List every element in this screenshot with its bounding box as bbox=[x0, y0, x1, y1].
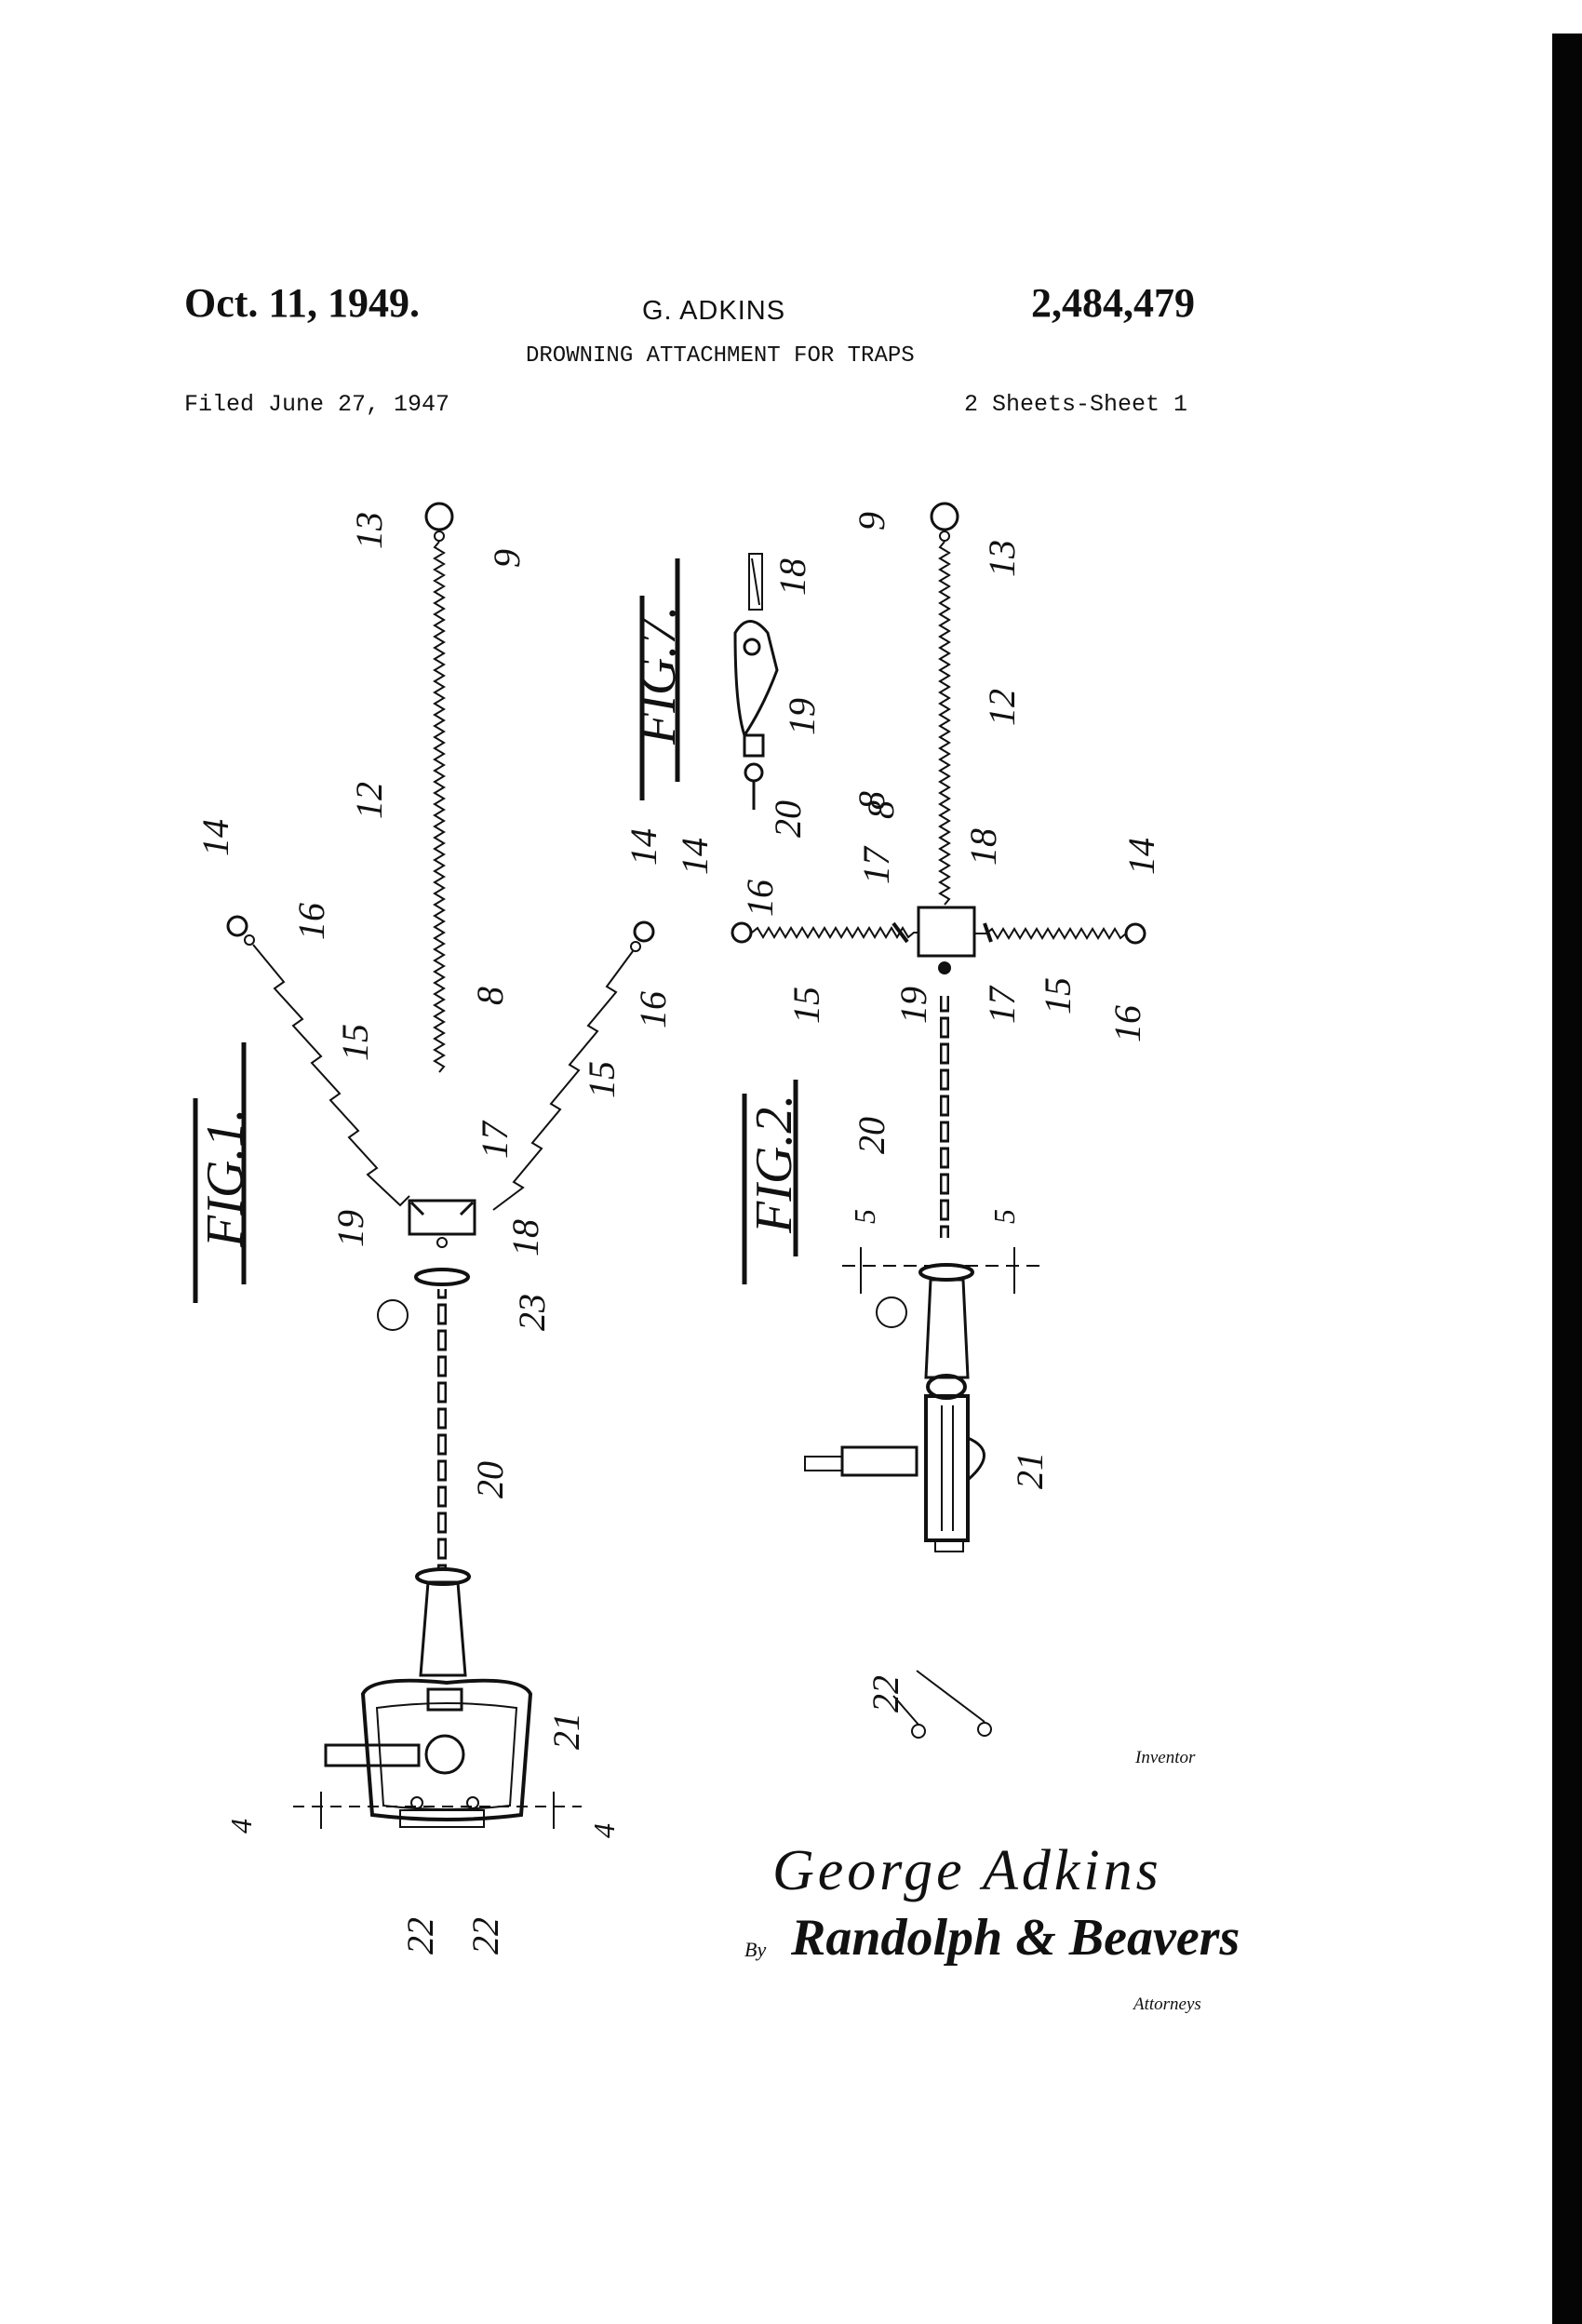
svg-text:5: 5 bbox=[987, 1209, 1021, 1224]
sheet-count: 2 Sheets-Sheet 1 bbox=[964, 391, 1188, 418]
svg-text:21: 21 bbox=[545, 1713, 587, 1750]
svg-text:20: 20 bbox=[851, 1117, 892, 1154]
svg-text:14: 14 bbox=[623, 828, 664, 866]
svg-text:8: 8 bbox=[469, 987, 511, 1005]
svg-text:19: 19 bbox=[892, 987, 934, 1024]
svg-text:20: 20 bbox=[767, 800, 809, 838]
svg-text:15: 15 bbox=[581, 1061, 623, 1098]
filed-date: Filed June 27, 1947 bbox=[184, 391, 450, 418]
terminals-22 bbox=[892, 1670, 992, 1739]
svg-text:9: 9 bbox=[851, 512, 892, 531]
figure-7 bbox=[639, 553, 779, 810]
attorney-signature: Randolph & Beavers bbox=[791, 1909, 1240, 1967]
svg-text:15: 15 bbox=[1037, 977, 1079, 1014]
svg-text:16: 16 bbox=[290, 903, 332, 940]
svg-text:16: 16 bbox=[632, 991, 674, 1028]
svg-text:20: 20 bbox=[469, 1461, 511, 1498]
svg-text:17: 17 bbox=[981, 985, 1023, 1024]
by-label: By bbox=[744, 1938, 767, 1961]
inventor-name: G. ADKINS bbox=[642, 296, 786, 326]
svg-text:8: 8 bbox=[851, 791, 892, 810]
reference-numerals: 13 9 12 8 14 16 15 14 16 15 17 19 18 23 … bbox=[194, 512, 1162, 1955]
attorneys-label: Attorneys bbox=[1133, 1995, 1201, 2014]
figure-2 bbox=[731, 502, 1146, 1552]
svg-text:22: 22 bbox=[464, 1917, 506, 1955]
spring-12-fig2 bbox=[938, 541, 951, 906]
svg-text:4: 4 bbox=[224, 1819, 258, 1834]
svg-text:FIG.7.: FIG.7. bbox=[629, 606, 687, 746]
figure-1 bbox=[193, 502, 655, 1829]
svg-text:12: 12 bbox=[981, 689, 1023, 726]
inventor-signature: George Adkins bbox=[772, 1839, 1162, 1902]
svg-text:17: 17 bbox=[474, 1120, 516, 1159]
spring-12 bbox=[433, 541, 446, 1073]
svg-text:18: 18 bbox=[504, 1219, 546, 1256]
svg-text:22: 22 bbox=[865, 1675, 906, 1713]
svg-text:12: 12 bbox=[348, 782, 390, 819]
spring-15-left bbox=[252, 944, 410, 1207]
svg-text:14: 14 bbox=[194, 819, 236, 856]
svg-text:9: 9 bbox=[486, 549, 528, 568]
svg-text:4: 4 bbox=[587, 1823, 621, 1838]
spring-15-right bbox=[492, 950, 634, 1211]
spring-15-left-fig2 bbox=[751, 926, 918, 939]
spring-15-right-fig2 bbox=[974, 927, 1127, 940]
svg-text:13: 13 bbox=[348, 512, 390, 549]
svg-text:16: 16 bbox=[739, 880, 781, 917]
svg-text:15: 15 bbox=[785, 987, 827, 1024]
patent-number: 2,484,479 bbox=[1031, 280, 1195, 326]
svg-text:FIG.2.: FIG.2. bbox=[745, 1095, 803, 1234]
svg-text:8: 8 bbox=[860, 800, 902, 819]
scan-margin-bar bbox=[1552, 34, 1582, 2324]
svg-text:13: 13 bbox=[981, 540, 1023, 577]
figure-labels: FIG.1. FIG.2. FIG.7. bbox=[196, 606, 803, 1248]
inventor-label: Inventor bbox=[1135, 1748, 1196, 1767]
svg-text:FIG.1.: FIG.1. bbox=[196, 1108, 254, 1248]
svg-text:16: 16 bbox=[1106, 1005, 1148, 1042]
svg-text:18: 18 bbox=[962, 828, 1004, 866]
svg-text:17: 17 bbox=[855, 845, 897, 884]
svg-text:5: 5 bbox=[848, 1209, 881, 1224]
patent-title: DROWNING ATTACHMENT FOR TRAPS bbox=[526, 343, 915, 369]
svg-text:22: 22 bbox=[399, 1917, 441, 1955]
svg-text:23: 23 bbox=[511, 1294, 553, 1331]
svg-text:18: 18 bbox=[771, 558, 813, 596]
svg-text:14: 14 bbox=[674, 838, 716, 875]
patent-date: Oct. 11, 1949. bbox=[184, 280, 420, 326]
svg-text:19: 19 bbox=[781, 698, 823, 735]
svg-text:21: 21 bbox=[1009, 1452, 1051, 1489]
svg-text:19: 19 bbox=[329, 1210, 371, 1247]
svg-text:14: 14 bbox=[1120, 838, 1162, 875]
svg-text:15: 15 bbox=[334, 1024, 376, 1061]
